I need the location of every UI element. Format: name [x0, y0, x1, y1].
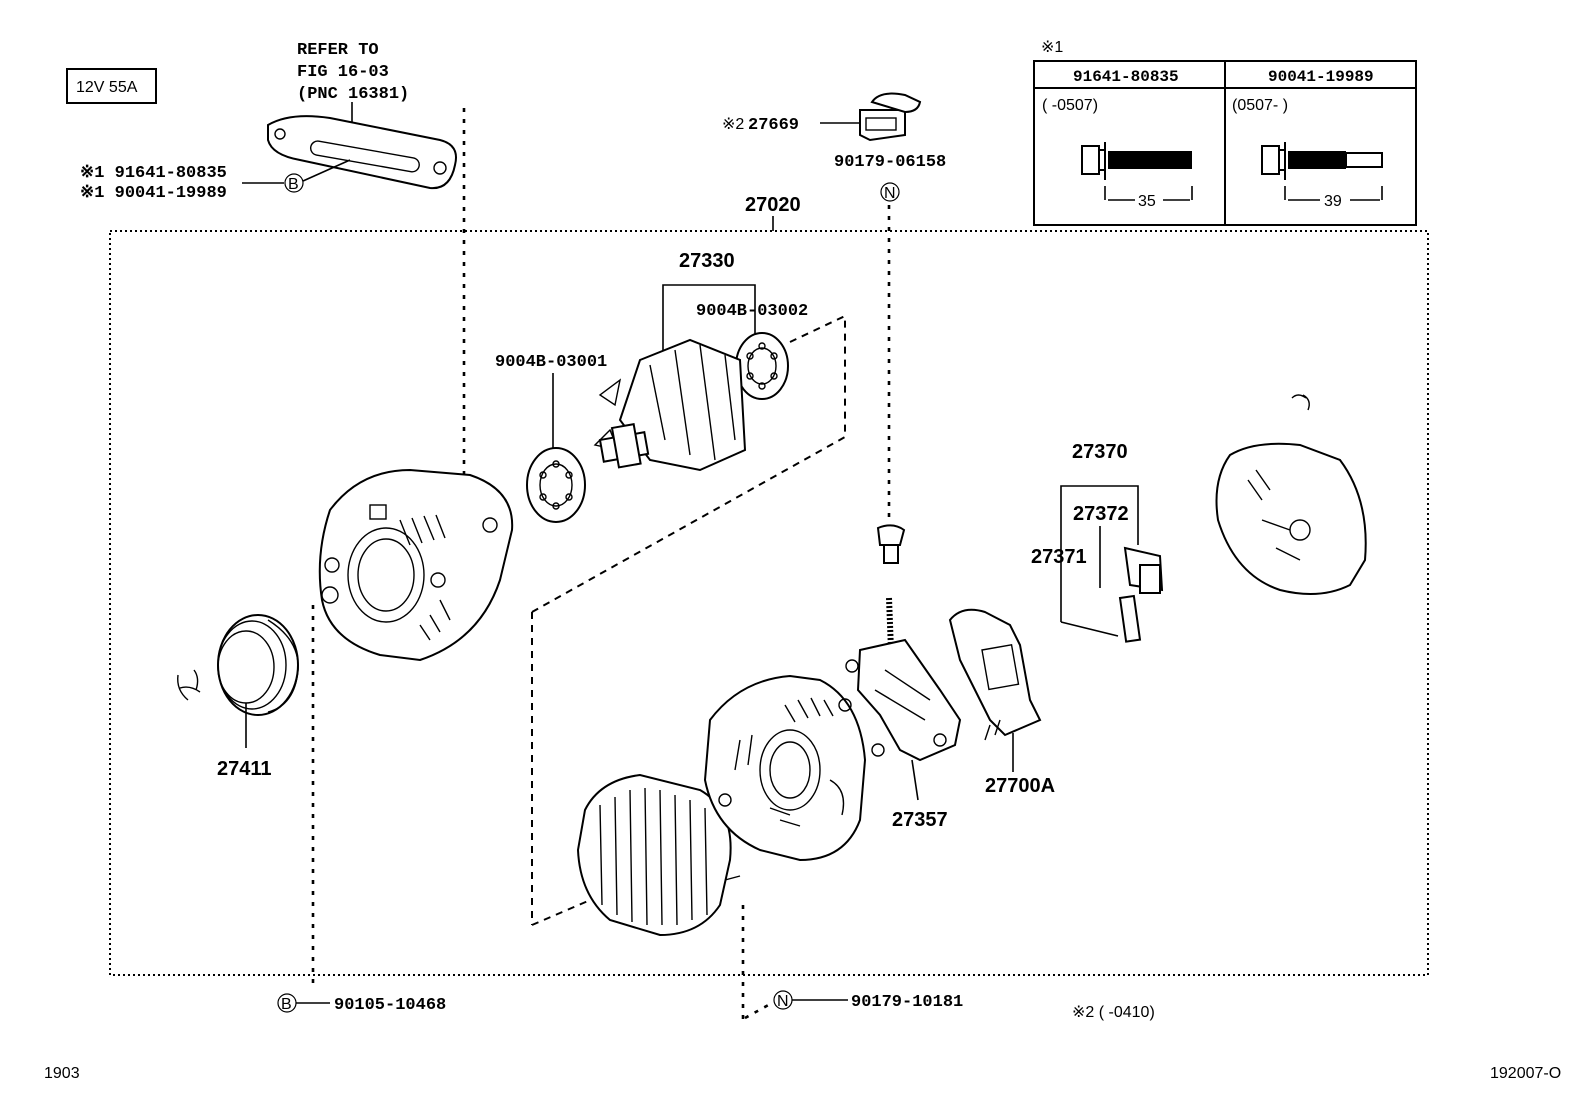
table-bolt-2: 39 — [1261, 142, 1383, 210]
bottom-mid-part-number: 90179-10181 — [851, 993, 963, 1012]
footnote-2: ※2 ( -0410) — [1072, 1004, 1155, 1021]
bracket-part — [267, 115, 457, 190]
table-col-1-part: 91641-80835 — [1073, 68, 1179, 86]
rear-cover-part — [1215, 394, 1367, 595]
regulator-group-number: 27370 — [1072, 441, 1128, 463]
refer-line-2: FIG 16-03 — [297, 63, 389, 82]
rotor-bearing-rear: 9004B-03002 — [696, 302, 808, 321]
bottom-mid-screw: N 90179-10181 — [744, 990, 963, 1020]
bottom-left-symbol: B — [281, 996, 292, 1013]
center-screw — [876, 524, 906, 564]
bolt-b-symbol: B — [288, 176, 299, 193]
pulley-part-number: 27411 — [217, 758, 272, 780]
regulator-assy-part: 27700A — [948, 608, 1055, 797]
table-mark: ※1 — [1041, 39, 1063, 56]
stator-part — [576, 773, 741, 937]
rectifier-part: 27357 — [838, 597, 962, 831]
refer-line-3: (PNC 16381) — [297, 85, 409, 104]
regulator-assy-part-number: 27700A — [985, 775, 1055, 797]
rectifier-part-number: 27357 — [892, 809, 948, 831]
table-col-2-length: 39 — [1324, 193, 1342, 210]
sensor-n-symbol: N — [884, 185, 896, 202]
bottom-mid-symbol: N — [777, 993, 789, 1010]
rotor-bearing-front: 9004B-03001 — [495, 353, 607, 372]
regulator-brush-number: 27371 — [1031, 546, 1087, 568]
table-col-1-length: 35 — [1138, 193, 1156, 210]
assembly-frame — [109, 230, 1429, 976]
rating-box: 12V 55A — [66, 68, 157, 104]
rating-label: 12V 55A — [76, 79, 138, 96]
bolt-left-line-2: ※1 90041-19989 — [80, 184, 227, 203]
bolt-table: ※1 91641-80835 90041-19989 ( -0507) (050… — [1033, 39, 1417, 226]
regulator-holder-number: 27372 — [1073, 503, 1129, 525]
table-col-1-range: ( -0507) — [1042, 97, 1098, 114]
sensor-screw-number: 90179-06158 — [834, 153, 946, 172]
assembly-part-number: 27020 — [745, 194, 801, 216]
brush-holder-group: 27370 27372 27371 — [1031, 441, 1164, 643]
bottom-left-part-number: 90105-10468 — [334, 996, 446, 1015]
rotor-part-number: 27330 — [679, 250, 735, 272]
refer-note: REFER TO FIG 16-03 (PNC 16381) — [297, 41, 409, 122]
table-col-2-part: 90041-19989 — [1268, 68, 1374, 86]
refer-line-1: REFER TO — [297, 41, 379, 60]
bolt-b-symbol-circle — [284, 173, 304, 193]
footer-right: 192007-O — [1490, 1065, 1561, 1082]
sensor-mark: ※2 — [722, 116, 744, 133]
sensor-part: ※2 27669 90179-06158 N — [722, 92, 946, 202]
sensor-part-number: 27669 — [748, 116, 799, 135]
drive-end-frame — [318, 468, 514, 662]
rear-end-frame — [703, 674, 867, 862]
footer-left: 1903 — [44, 1065, 80, 1082]
bolt-left-line-1: ※1 91641-80835 — [80, 164, 227, 183]
table-bolt-1: 35 — [1081, 142, 1193, 210]
bolt-left-note: ※1 91641-80835 ※1 90041-19989 B — [80, 159, 351, 203]
rotor-part: 27330 9004B-03002 9004B-03001 — [495, 250, 808, 523]
bottom-left-bolt: B 90105-10468 — [277, 993, 446, 1015]
pulley-part: 27411 — [177, 614, 299, 780]
table-col-2-range: (0507- ) — [1232, 97, 1288, 114]
